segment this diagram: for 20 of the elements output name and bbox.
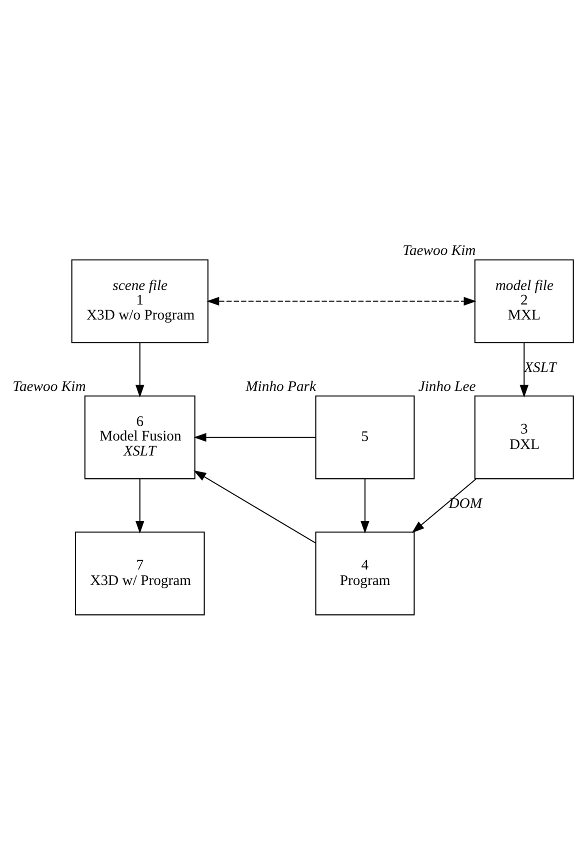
arrow [206,296,476,306]
node-box: 5 [315,395,415,480]
node-label: Taewoo Kim [12,378,86,395]
node-box: 6 Model Fusion XSLT [84,395,196,480]
node-box: 7 X3D w/ Program [74,532,205,616]
node-box: model file 2 MXL [474,259,574,344]
node-label: Minho Park [246,378,316,395]
arrow [412,478,476,533]
arrow [194,470,316,544]
arrow [194,432,316,442]
arrow [520,342,529,398]
arrow [135,342,144,398]
node-box: 3 DXL [474,395,574,480]
arrow [135,478,144,534]
edge-label: DOM [448,496,482,512]
node-label: Jinho Lee [418,378,476,395]
node-box: scene file 1 X3D w/o Program [71,259,208,344]
node-box: 4 Program [315,532,415,616]
arrow [360,478,370,534]
node-label: Taewoo Kim [402,242,476,259]
